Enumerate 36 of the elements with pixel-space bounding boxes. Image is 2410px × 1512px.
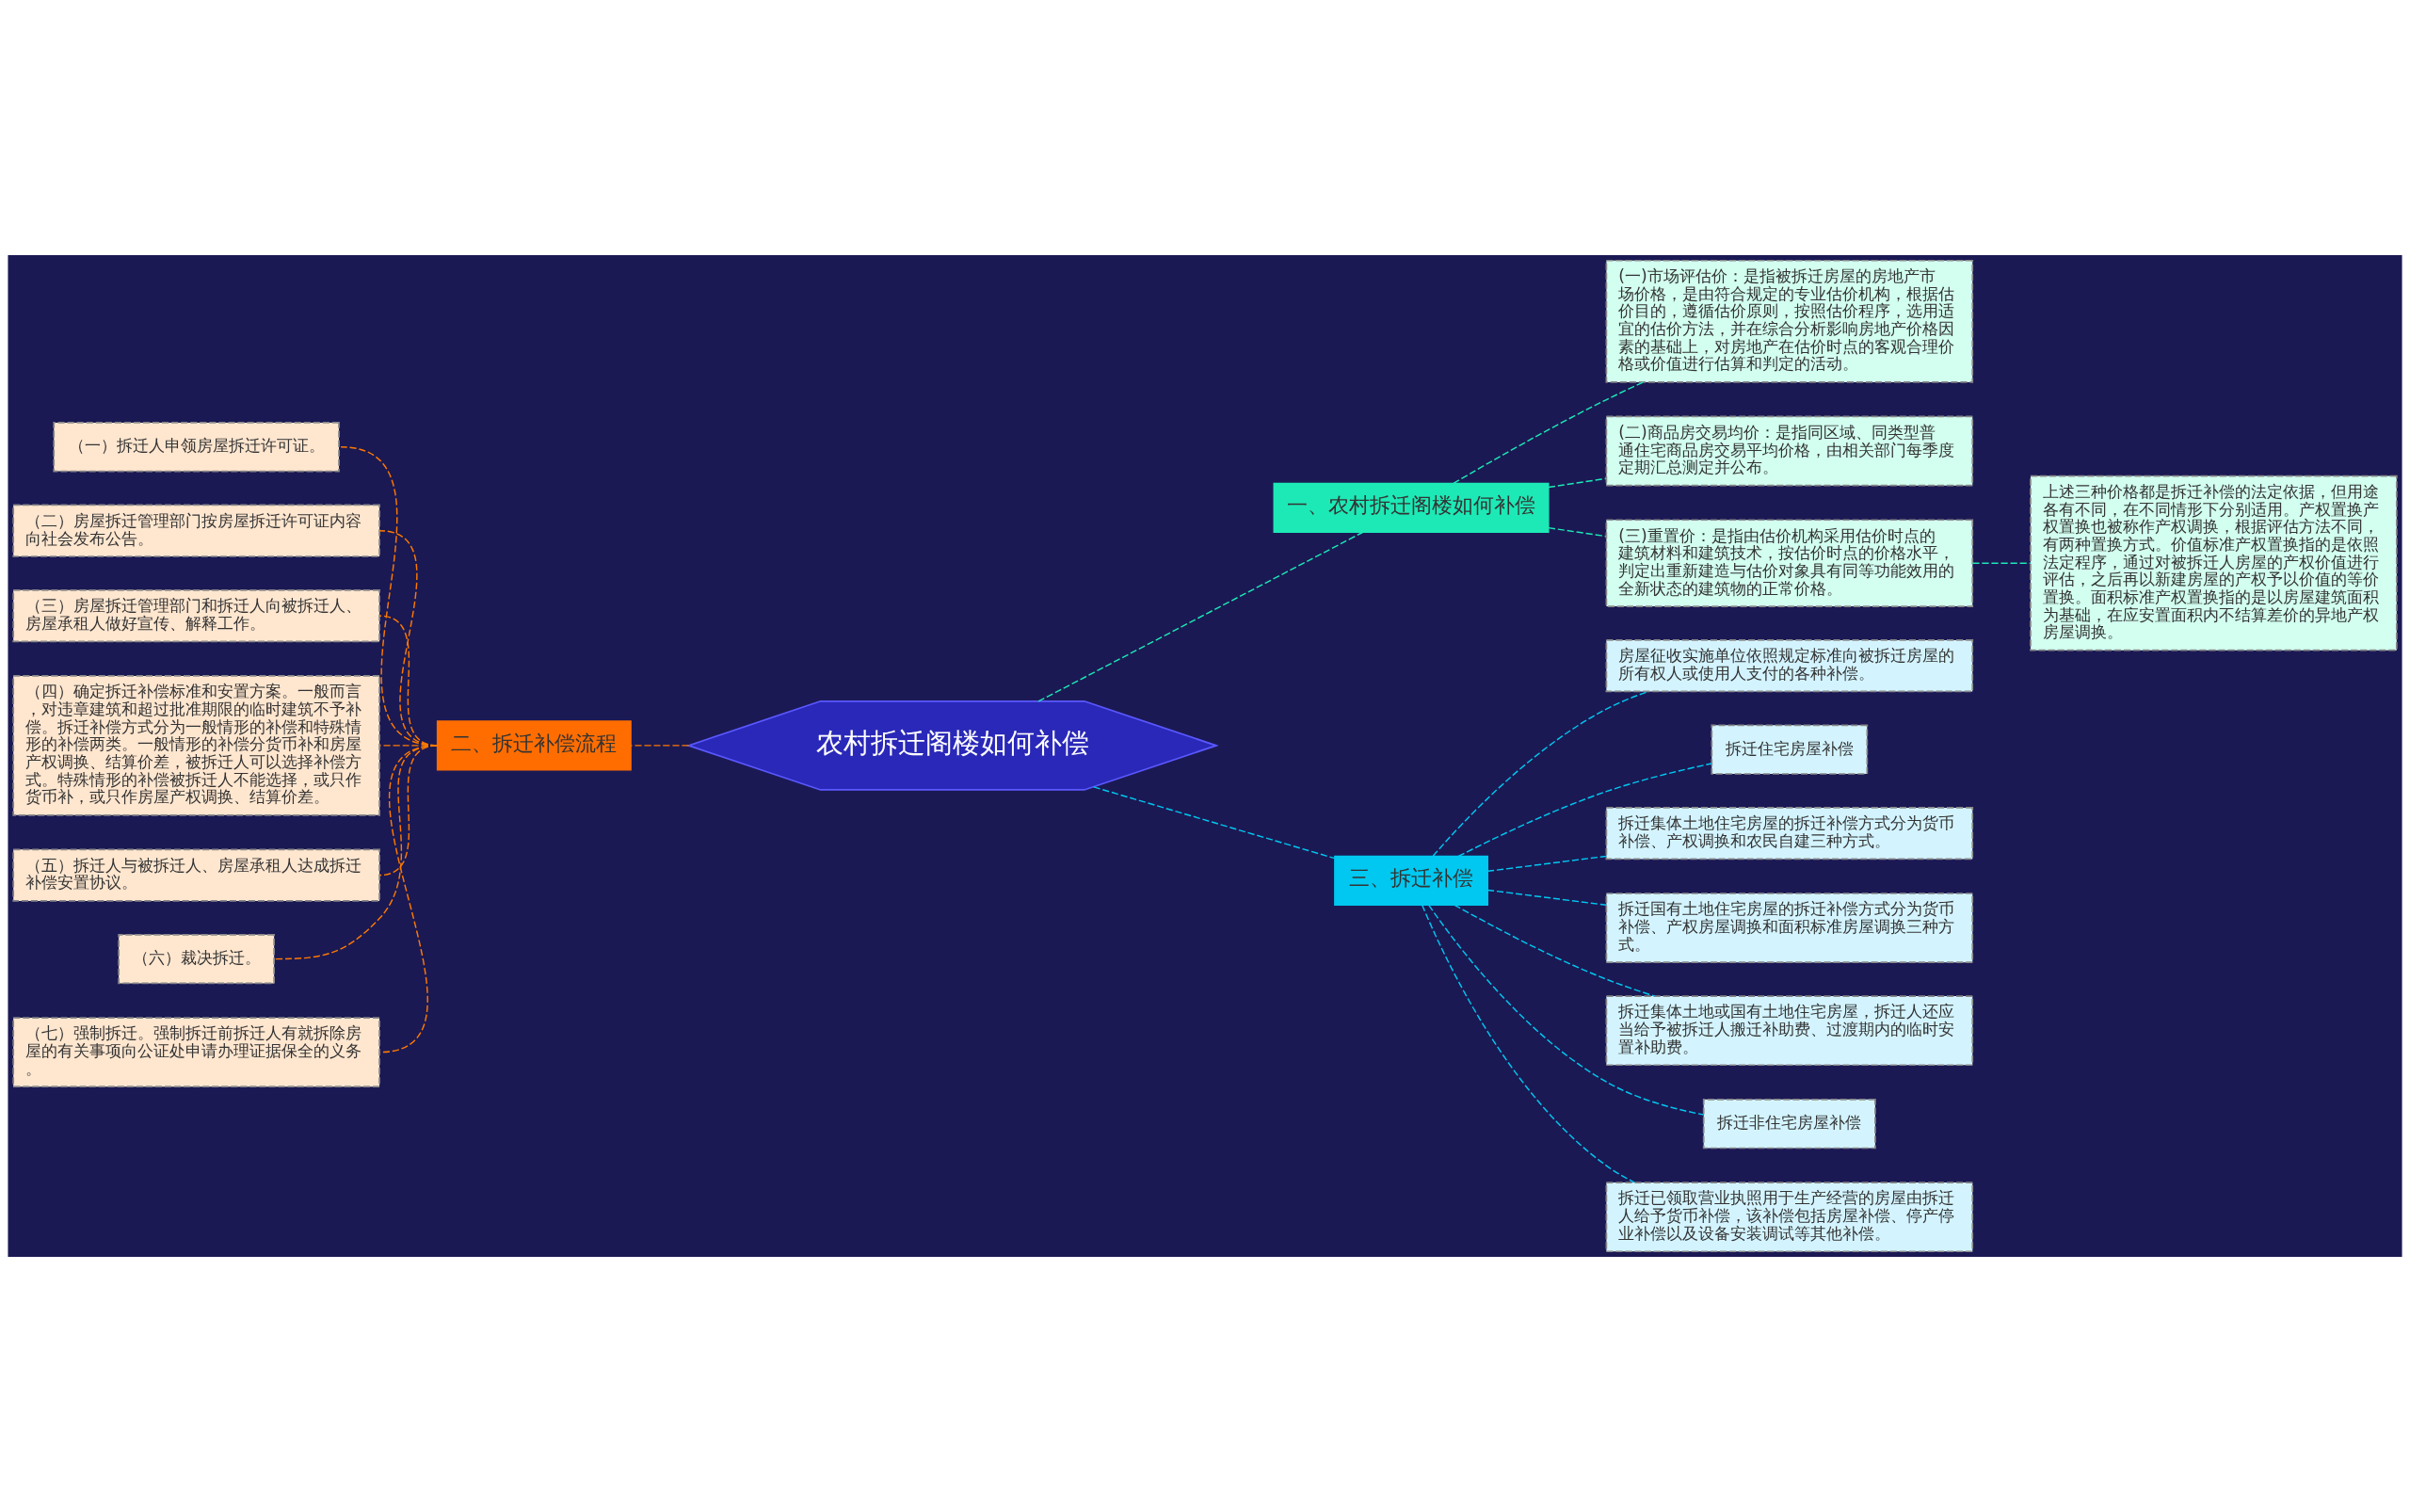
connector <box>1548 526 1607 538</box>
node-box: 一、农村拆迁阁楼如何补偿 <box>1273 482 1550 533</box>
node-box: 拆迁住宅房屋补偿 <box>1711 724 1869 775</box>
node-box: 拆迁已领取营业执照用于生产经营的房屋由拆迁人给予货币补偿，该补偿包括房屋补偿、停产停业补偿以及设备安装调试等其他补偿。 <box>1605 1182 1974 1253</box>
connector <box>378 745 439 1054</box>
connector <box>1486 889 1607 906</box>
connector <box>1548 477 1607 489</box>
node-box: （二）房屋拆迁管理部门按房屋拆迁许可证内容向社会发布公告。 <box>12 504 380 557</box>
connector <box>630 745 690 747</box>
connector <box>1422 904 1636 1183</box>
connector <box>1454 904 1656 997</box>
connector <box>1453 381 1645 485</box>
node-box: 房屋征收实施单位依照规定标准向被拆迁房屋的所有权人或使用人支付的各种补偿。 <box>1605 639 1974 693</box>
node-box: 二、拆迁补偿流程 <box>436 720 632 771</box>
node-box: (二)商品房交易均价：是指同区域、同类型普通住宅商品房交易平均价格，由相关部门每季度定期汇总测定并公布。 <box>1605 415 1974 487</box>
connector <box>1428 904 1705 1116</box>
node-box: 拆迁集体土地住宅房屋的拆迁补偿方式分为货币补偿、产权调换和农民自建三种方式。 <box>1605 807 1974 861</box>
connector <box>1093 786 1336 860</box>
connector <box>1457 763 1712 858</box>
node-box: （五）拆迁人与被拆迁人、房屋承租人达成拆迁补偿安置协议。 <box>12 848 380 902</box>
connector <box>1971 562 2032 564</box>
node-box: （三）房屋拆迁管理部门和拆迁人向被拆迁人、房屋承租人做好宣传、解释工作。 <box>12 589 380 643</box>
node-box: （一）拆迁人申领房屋拆迁许可证。 <box>53 422 340 473</box>
node-box: 拆迁国有土地住宅房屋的拆迁补偿方式分为货币补偿、产权房屋调换和面积标准房屋调换三种方式。 <box>1605 893 1974 964</box>
node-box: （七）强制拆迁。强制拆迁前拆迁人有就拆除房屋的有关事项向公证处申请办理证据保全的义务。 <box>12 1017 380 1088</box>
node-box: (一)市场评估价：是指被拆迁房屋的房地产市场价格，是由符合规定的专业估价机构，根据估价目的，遵循估价原则，按照估价程序，选用适宜的估价方法，并在综合分析影响房地产价格因素的基础上，对房地产在估价时点的客观合理价格或价值进行估算和判定的活动。 <box>1605 259 1974 383</box>
connector <box>1037 531 1364 702</box>
node-box: 上述三种价格都是拆迁补偿的法定依据，但用途各有不同，在不同情形下分别适用。产权置换产权置换也被称作产权调换，根据评估方法不同，有两种置换方式。价值标准产权置换指的是依照法定程序，通过对被拆迁人房屋的产权价值进行评估，之后再以新建房屋的产权予以价值的等价置换。面积标准产权置换指的是以房屋建筑面积为基础，在应安置面积内不结算差价的异地产权房屋调换。 <box>2030 475 2398 651</box>
node-box: 拆迁集体土地或国有土地住宅房屋，拆迁人还应当给予被拆迁人搬迁补助费、过渡期内的临时安置补助费。 <box>1605 995 1974 1067</box>
node-box: 三、拆迁补偿 <box>1334 855 1488 907</box>
node-box: （四）确定拆迁补偿标准和安置方案。一般而言，对违章建筑和超过批准期限的临时建筑不予补偿。拆迁补偿方式分为一般情形的补偿和特殊情形的补偿两类。一般情形的补偿分货币补和房屋产权调换、结算价差，被拆迁人可以选择补偿方式。特殊情形的补偿被拆迁人不能选择，或只作货币补，或只作房屋产权调换、结算价差。 <box>12 675 380 816</box>
connector <box>1432 690 1649 857</box>
connector <box>1486 855 1607 873</box>
node-box: （六）裁决拆迁。 <box>118 933 275 985</box>
node-box: 拆迁非住宅房屋补偿 <box>1702 1098 1876 1150</box>
node-box: (三)重置价：是指由估价机构采用估价时点的建筑材料和建筑技术，按估价时点的价格水平，判定出重新建造与估价对象具有同等功能效用的全新状态的建筑物的正常价格。 <box>1605 519 1974 607</box>
